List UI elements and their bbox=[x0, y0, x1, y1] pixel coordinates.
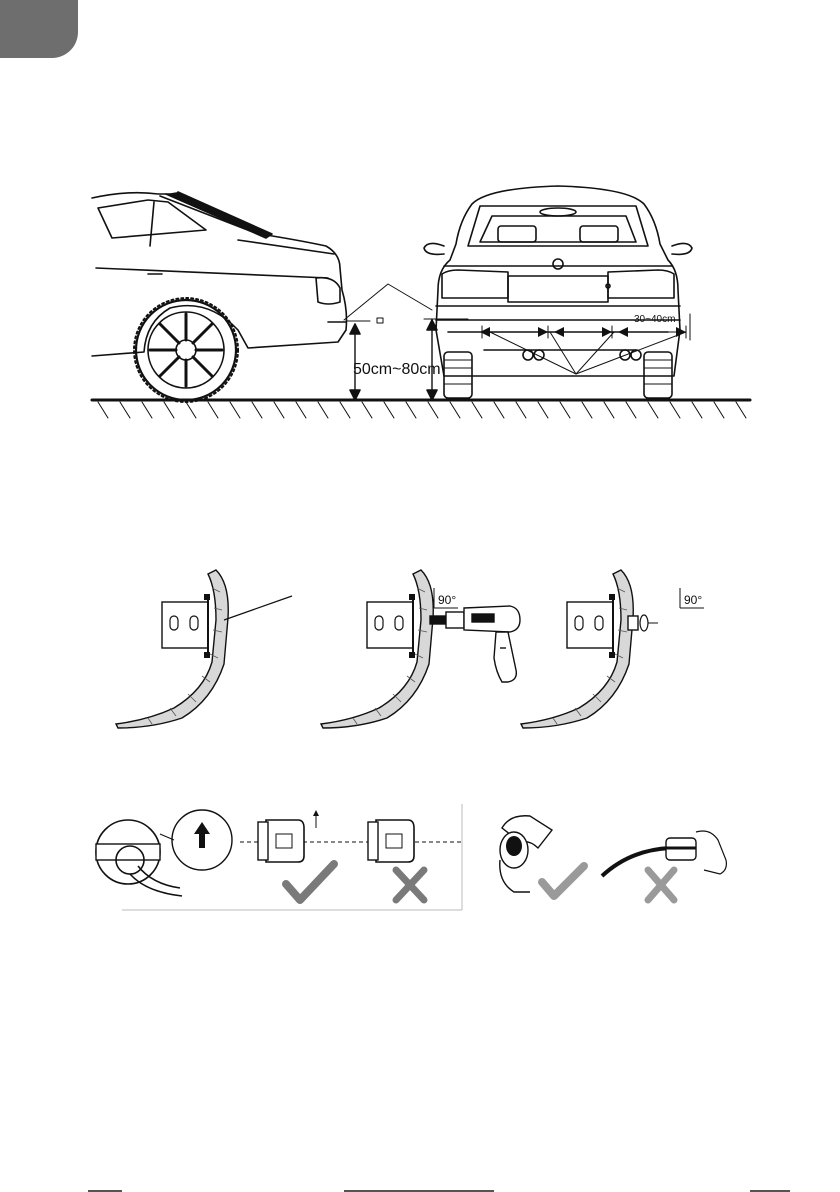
sensor-orientation-diagram bbox=[90, 800, 740, 915]
page-corner-tab bbox=[0, 0, 78, 58]
mount-height-label: 50cm~80cm bbox=[353, 361, 441, 378]
cross-icon bbox=[648, 870, 674, 900]
page-footer-marks bbox=[0, 1186, 840, 1192]
drill-angle-label: 90° bbox=[438, 593, 456, 607]
check-icon bbox=[286, 864, 334, 900]
sensor-spacing-label: 30~40cm bbox=[634, 314, 675, 325]
drill-icon bbox=[430, 606, 520, 682]
sensor-angle-label: 90° bbox=[684, 593, 702, 607]
car-mounting-diagram: 50cm~80cm 30~40cm bbox=[88, 180, 753, 430]
bumper-drilling-diagram: 90° 90° bbox=[112, 568, 732, 743]
check-icon bbox=[542, 866, 584, 896]
cross-icon bbox=[396, 870, 424, 900]
